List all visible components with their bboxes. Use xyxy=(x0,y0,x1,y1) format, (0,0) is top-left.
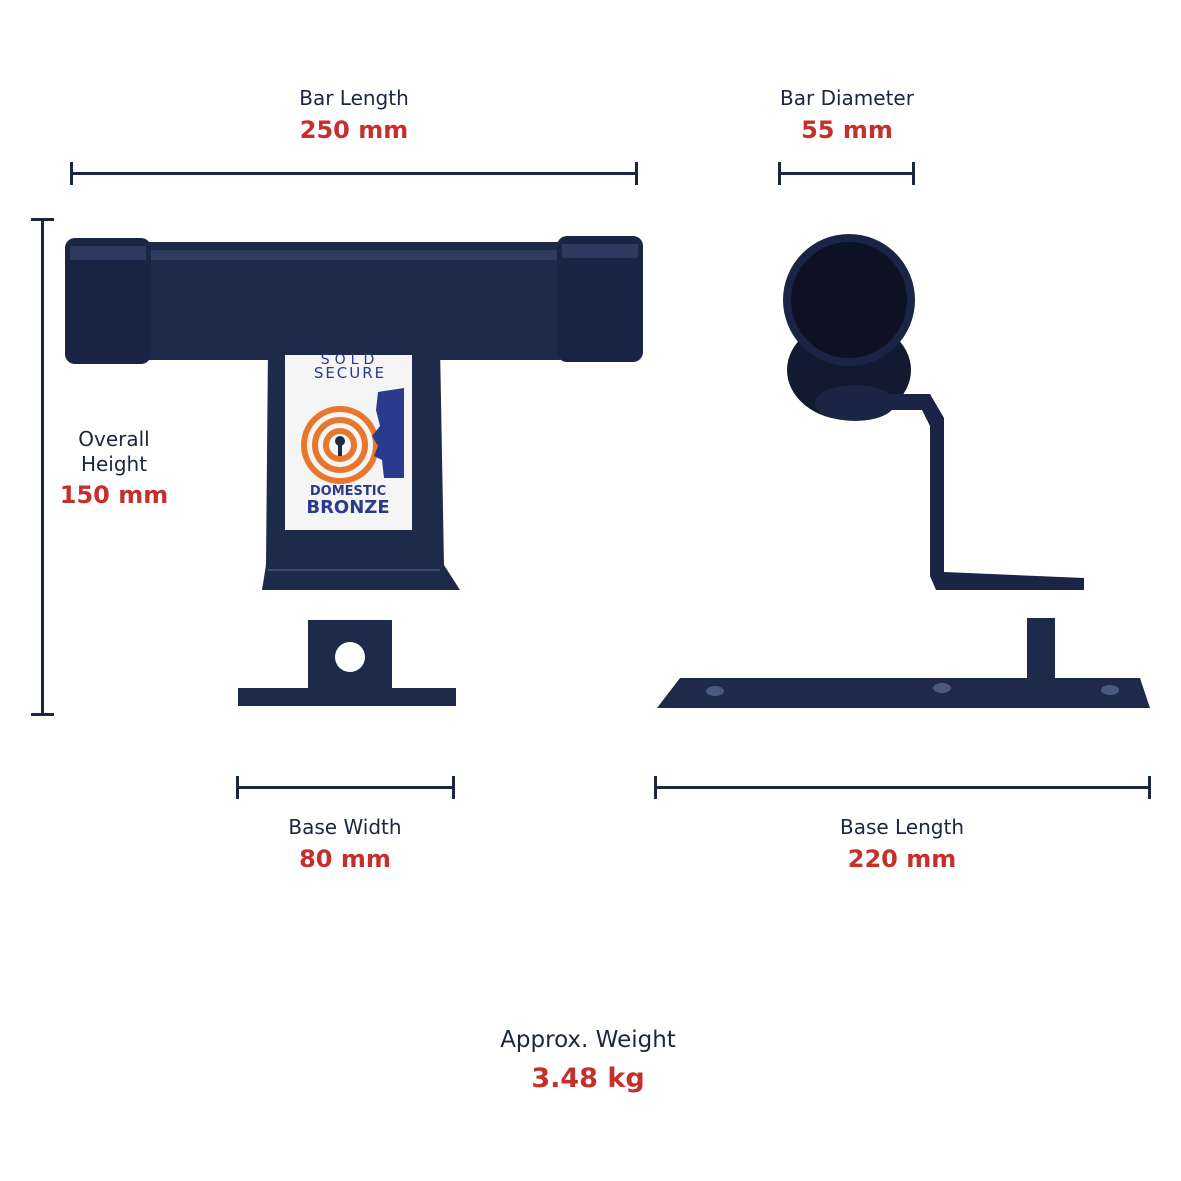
bar-length-label: Bar Length xyxy=(299,86,409,110)
base-length-label: Base Length xyxy=(839,815,965,839)
badge-line-secure: SECURE xyxy=(313,364,387,382)
bar-left-cap xyxy=(65,238,151,364)
badge-line-bronze: BRONZE xyxy=(306,497,390,518)
bar-right-cap xyxy=(557,236,643,362)
overall-height-label-line2: Height xyxy=(80,452,148,476)
side-bracket xyxy=(856,394,1084,590)
bar-length-dimension-line xyxy=(70,162,638,185)
base-length-value: 220 mm xyxy=(847,845,957,873)
base-plate-front xyxy=(238,688,456,706)
bar-diameter-value: 55 mm xyxy=(801,116,893,144)
overall-height-label-line1: Overall xyxy=(78,427,150,451)
weight-value: 3.48 kg xyxy=(531,1063,645,1094)
weight-label: Approx. Weight xyxy=(500,1027,676,1053)
bar-length-value: 250 mm xyxy=(299,116,409,144)
base-plate-side xyxy=(657,678,1150,708)
base-width-label: Base Width xyxy=(288,815,402,839)
badge-line-domestic: DOMESTIC xyxy=(309,484,387,499)
overall-height-dimension-line xyxy=(31,218,54,716)
badge-line-sold: SOLD xyxy=(320,352,380,368)
bar-diameter-dimension-line xyxy=(778,162,915,185)
bar-diameter-label: Bar Diameter xyxy=(780,86,914,110)
side-base-tab xyxy=(1027,618,1055,688)
base-width-value: 80 mm xyxy=(299,845,391,873)
base-length-dimension-line xyxy=(654,776,1151,799)
base-tab-hole xyxy=(335,642,365,672)
base-width-dimension-line xyxy=(236,776,455,799)
overall-height-value: 150 mm xyxy=(59,481,169,509)
side-view xyxy=(657,234,1150,708)
front-view xyxy=(65,236,643,706)
bar-body xyxy=(140,242,565,360)
